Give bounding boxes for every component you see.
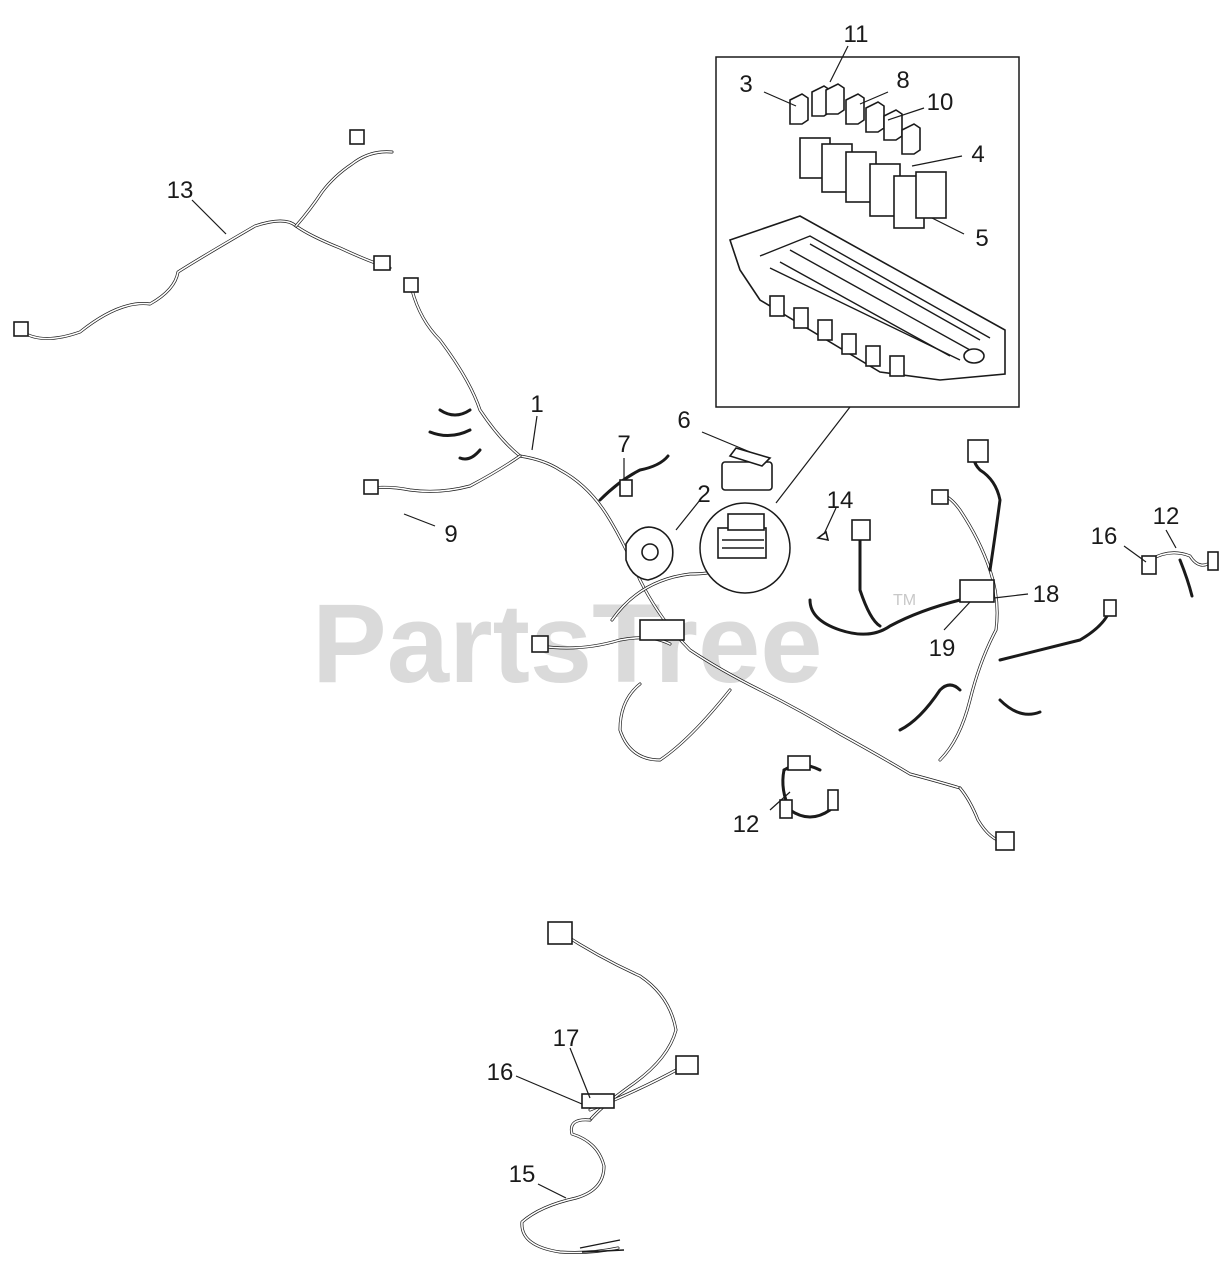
fuse-10-a xyxy=(865,101,885,133)
harness-15 xyxy=(520,921,699,1254)
connector xyxy=(373,255,391,271)
callout-1: 1 xyxy=(530,391,543,418)
callout-7: 7 xyxy=(617,431,630,458)
fuse-row xyxy=(789,83,921,155)
callout-13: 13 xyxy=(167,177,194,204)
connector xyxy=(531,635,549,653)
fuse-3 xyxy=(789,93,809,125)
relay-6 xyxy=(915,171,947,219)
harness-clip-block xyxy=(639,619,685,641)
connector xyxy=(967,439,989,463)
fuse-block-inset xyxy=(715,56,1020,504)
connector xyxy=(1141,555,1157,575)
connector-7 xyxy=(619,479,633,497)
callout-14: 14 xyxy=(827,487,854,514)
connector xyxy=(931,489,949,505)
fuse-box-body xyxy=(728,215,1006,381)
connector xyxy=(779,799,793,819)
connector xyxy=(1103,599,1117,617)
clip-14 xyxy=(816,530,830,542)
callout-12-lower: 12 xyxy=(733,811,760,838)
fuse-4 xyxy=(901,123,921,155)
callout-11: 11 xyxy=(844,21,869,48)
leader-lines xyxy=(191,45,1177,1199)
harness-clip-block xyxy=(959,579,995,603)
callout-3: 3 xyxy=(739,71,752,98)
fuse-holder-6 xyxy=(721,447,773,491)
callout-16-lower: 16 xyxy=(487,1059,514,1086)
fuse-11-b xyxy=(825,83,845,115)
harness-sleeve-17 xyxy=(581,1093,615,1109)
harness-12-right xyxy=(1141,551,1219,598)
connector xyxy=(675,1055,699,1075)
connector xyxy=(349,129,365,145)
connector xyxy=(547,921,573,945)
watermark-tm: TM xyxy=(893,592,916,609)
connector xyxy=(995,831,1015,851)
relay-row xyxy=(799,137,947,229)
fuse-8 xyxy=(845,93,865,125)
callout-9: 9 xyxy=(444,521,457,548)
inset-frame xyxy=(715,56,1020,408)
harness-12-lower xyxy=(779,755,839,819)
connector xyxy=(827,789,839,811)
fuse-10-b xyxy=(883,109,903,141)
callout-17: 17 xyxy=(553,1025,580,1052)
callout-18: 18 xyxy=(1033,581,1060,608)
connector xyxy=(851,519,871,541)
callout-8: 8 xyxy=(896,67,909,94)
key-switch-2 xyxy=(625,526,674,581)
harness-13 xyxy=(13,129,394,341)
fuse-box-housing xyxy=(728,215,1006,381)
connector xyxy=(13,321,29,337)
watermark: PartsTree TM xyxy=(312,581,916,706)
callout-2: 2 xyxy=(697,481,710,508)
watermark-text: PartsTree xyxy=(312,581,823,706)
inset-pointer-line xyxy=(775,406,851,504)
callout-16-right: 16 xyxy=(1091,523,1118,550)
connector xyxy=(363,479,379,495)
connector xyxy=(1207,551,1219,571)
callout-19: 19 xyxy=(929,635,956,662)
callout-4: 4 xyxy=(971,141,984,168)
connector xyxy=(787,755,811,771)
connector xyxy=(403,277,419,293)
callout-15: 15 xyxy=(509,1161,536,1188)
callout-5: 5 xyxy=(975,225,988,252)
callout-labels: 1 2 3 4 5 6 7 8 9 10 11 12 12 13 14 15 1… xyxy=(167,21,1180,1188)
callout-10: 10 xyxy=(927,89,954,116)
callout-12-right: 12 xyxy=(1153,503,1180,530)
callout-6: 6 xyxy=(677,407,690,434)
fuse-block-detail-circle xyxy=(699,502,791,594)
